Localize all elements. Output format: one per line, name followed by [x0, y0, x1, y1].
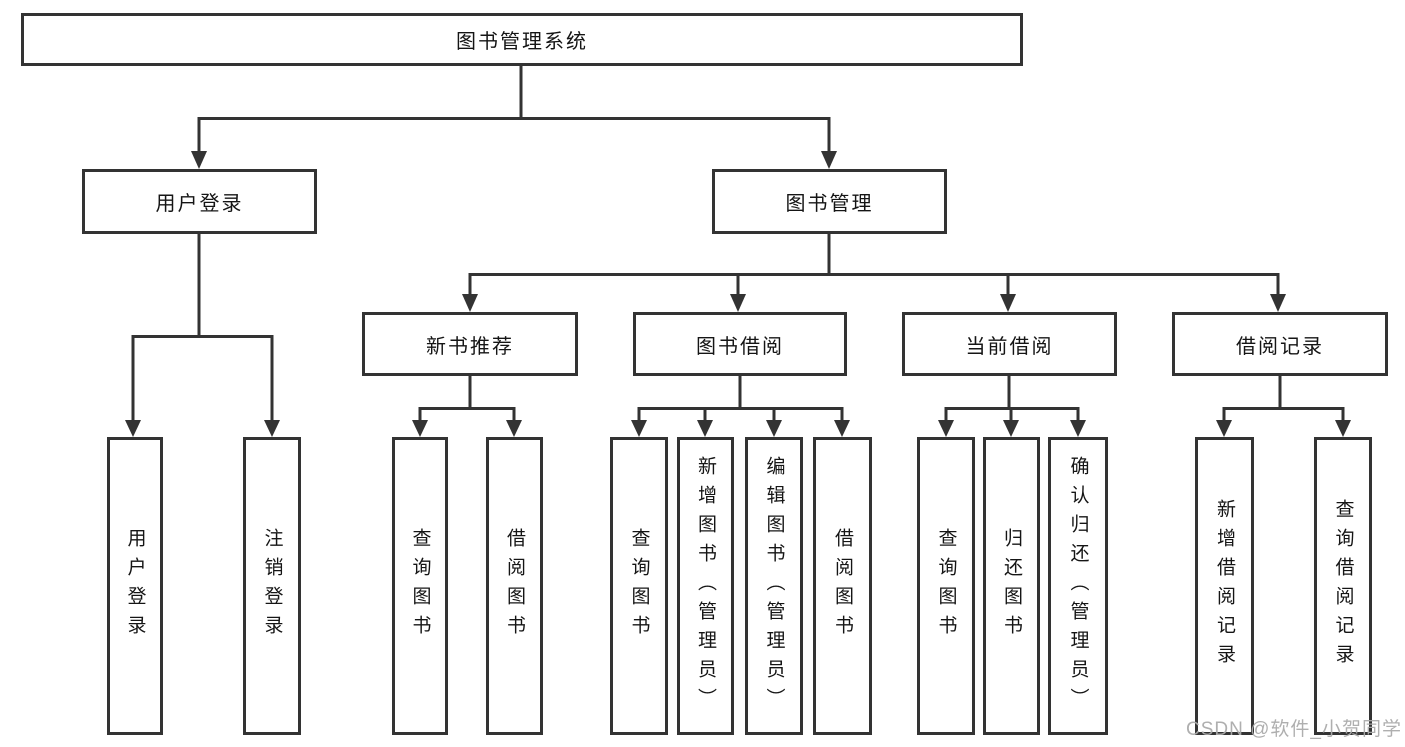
leaf-return-books: 归还图书 — [983, 437, 1040, 735]
leaf-add-borrow-record: 新增借阅记录 — [1195, 437, 1254, 735]
leaf-confirm-return-admin: 确认归还（管理员） — [1048, 437, 1108, 735]
node-borrow-records: 借阅记录 — [1172, 312, 1388, 376]
leaf-logout: 注销登录 — [243, 437, 301, 735]
node-root-system: 图书管理系统 — [21, 13, 1023, 66]
leaf-borrow-books-recommend: 借阅图书 — [486, 437, 543, 735]
leaf-query-books-recommend-label: 查询图书 — [409, 528, 431, 644]
leaf-add-borrow-record-label: 新增借阅记录 — [1214, 499, 1235, 673]
node-new-book-recommend-label: 新书推荐 — [426, 335, 514, 358]
node-book-management: 图书管理 — [712, 169, 947, 234]
leaf-confirm-return-admin-label: 确认归还（管理员） — [1067, 455, 1089, 717]
leaf-borrow-books-label: 借阅图书 — [832, 528, 853, 644]
leaf-borrow-books: 借阅图书 — [813, 437, 872, 735]
leaf-logout-label: 注销登录 — [261, 528, 283, 644]
node-user-login-label: 用户登录 — [155, 193, 244, 215]
leaf-add-books-admin: 新增图书（管理员） — [677, 437, 734, 735]
leaf-query-books-current-label: 查询图书 — [935, 528, 957, 644]
leaf-query-books-recommend: 查询图书 — [392, 437, 448, 735]
leaf-edit-books-admin-label: 编辑图书（管理员） — [763, 455, 785, 717]
node-current-borrow-label: 当前借阅 — [965, 335, 1054, 358]
leaf-query-books-current: 查询图书 — [917, 437, 975, 735]
leaf-edit-books-admin: 编辑图书（管理员） — [745, 437, 803, 735]
node-book-borrow: 图书借阅 — [633, 312, 847, 376]
leaf-user-login: 用户登录 — [107, 437, 163, 735]
node-book-management-label: 图书管理 — [785, 193, 874, 215]
node-current-borrow: 当前借阅 — [902, 312, 1117, 376]
leaf-query-borrow-record: 查询借阅记录 — [1314, 437, 1372, 735]
leaf-query-books-borrow: 查询图书 — [610, 437, 668, 735]
node-user-login: 用户登录 — [82, 169, 317, 234]
leaf-user-login-label: 用户登录 — [124, 528, 146, 644]
csdn-watermark: CSDN @软件_小贺同学 — [1186, 719, 1402, 740]
node-root-label: 图书管理系统 — [456, 31, 588, 53]
leaf-return-books-label: 归还图书 — [1001, 528, 1022, 644]
node-borrow-records-label: 借阅记录 — [1236, 335, 1324, 358]
node-book-borrow-label: 图书借阅 — [696, 335, 784, 358]
leaf-query-books-borrow-label: 查询图书 — [628, 528, 650, 644]
leaf-query-borrow-record-label: 查询借阅记录 — [1332, 499, 1354, 673]
leaf-add-books-admin-label: 新增图书（管理员） — [695, 455, 716, 717]
leaf-borrow-books-recommend-label: 借阅图书 — [504, 528, 525, 644]
node-new-book-recommend: 新书推荐 — [362, 312, 578, 376]
